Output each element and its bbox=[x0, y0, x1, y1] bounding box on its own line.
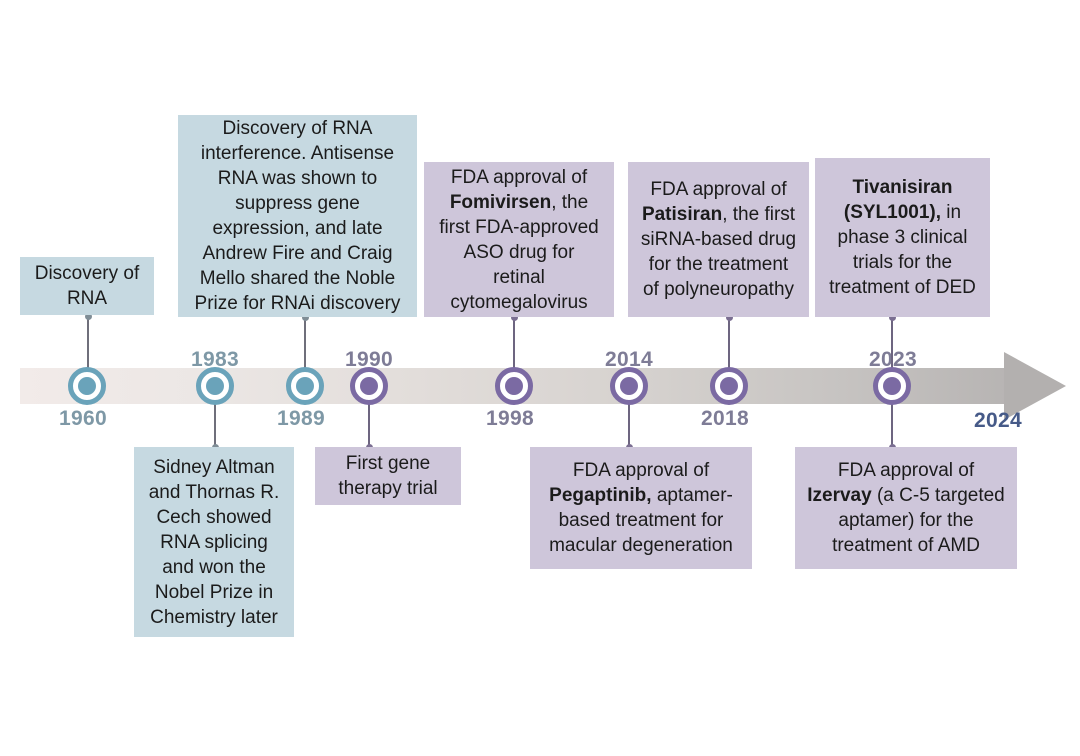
event-box-1989: Discovery of RNA interference. Antisense… bbox=[178, 115, 417, 317]
event-text-1990: First gene therapy trial bbox=[338, 453, 438, 499]
connector-1990 bbox=[365, 404, 373, 451]
event-text-2023-above: Tivanisiran (SYL1001), in phase 3 clinic… bbox=[829, 177, 976, 298]
year-label-1990: 1990 bbox=[345, 348, 393, 371]
marker-dot-1989 bbox=[296, 377, 314, 395]
event-box-2023-below: FDA approval of Izervay (a C-5 targeted … bbox=[795, 447, 1017, 569]
event-box-1990: First gene therapy trial bbox=[315, 447, 461, 505]
event-text-1983: Sidney Altman and Thornas R. Cech showed… bbox=[148, 456, 280, 628]
event-text-1960: Discovery of RNA bbox=[34, 263, 140, 309]
connector-2018 bbox=[725, 314, 733, 369]
event-box-1998: FDA approval of Fomivirsen, the first FD… bbox=[424, 162, 614, 317]
event-box-2023-above: Tivanisiran (SYL1001), in phase 3 clinic… bbox=[815, 158, 990, 317]
marker-dot-1983 bbox=[206, 377, 224, 395]
connector-2023-below bbox=[888, 404, 896, 451]
marker-2018[interactable] bbox=[710, 367, 748, 405]
marker-1960[interactable] bbox=[68, 367, 106, 405]
event-box-2014: FDA approval of Pegaptinib, aptamer-base… bbox=[530, 447, 752, 569]
year-label-2018: 2018 bbox=[701, 407, 749, 430]
marker-dot-1990 bbox=[360, 377, 378, 395]
connector-2014 bbox=[625, 404, 633, 451]
event-box-1983: Sidney Altman and Thornas R. Cech showed… bbox=[134, 447, 294, 637]
event-text-2023-below: FDA approval of Izervay (a C-5 targeted … bbox=[807, 460, 1005, 556]
marker-2023[interactable] bbox=[873, 367, 911, 405]
marker-1989[interactable] bbox=[286, 367, 324, 405]
marker-1983[interactable] bbox=[196, 367, 234, 405]
marker-dot-2014 bbox=[620, 377, 638, 395]
connector-2023-above bbox=[888, 314, 896, 369]
year-label-1998: 1998 bbox=[486, 407, 534, 430]
marker-dot-2023 bbox=[883, 377, 901, 395]
marker-dot-1998 bbox=[505, 377, 523, 395]
event-text-1998: FDA approval of Fomivirsen, the first FD… bbox=[439, 166, 599, 313]
marker-dot-2018 bbox=[720, 377, 738, 395]
axis-end-year-label: 2024 bbox=[974, 409, 1022, 432]
year-label-1983: 1983 bbox=[191, 348, 239, 371]
event-box-1960: Discovery of RNA bbox=[20, 257, 154, 315]
connector-1998 bbox=[510, 314, 518, 369]
event-text-2018: FDA approval of Patisiran, the first siR… bbox=[640, 179, 797, 300]
timeline-arrow-head-icon bbox=[1004, 352, 1066, 420]
year-label-2014: 2014 bbox=[605, 348, 653, 371]
event-text-1989: Discovery of RNA interference. Antisense… bbox=[194, 118, 401, 314]
connector-1960 bbox=[84, 313, 92, 369]
event-text-2014: FDA approval of Pegaptinib, aptamer-base… bbox=[549, 460, 733, 556]
year-label-1960: 1960 bbox=[59, 407, 107, 430]
marker-1998[interactable] bbox=[495, 367, 533, 405]
marker-2014[interactable] bbox=[610, 367, 648, 405]
marker-1990[interactable] bbox=[350, 367, 388, 405]
year-label-1989: 1989 bbox=[277, 407, 325, 430]
marker-dot-1960 bbox=[78, 377, 96, 395]
event-box-2018: FDA approval of Patisiran, the first siR… bbox=[628, 162, 809, 317]
connector-1989 bbox=[301, 314, 309, 369]
connector-1983 bbox=[211, 404, 219, 451]
